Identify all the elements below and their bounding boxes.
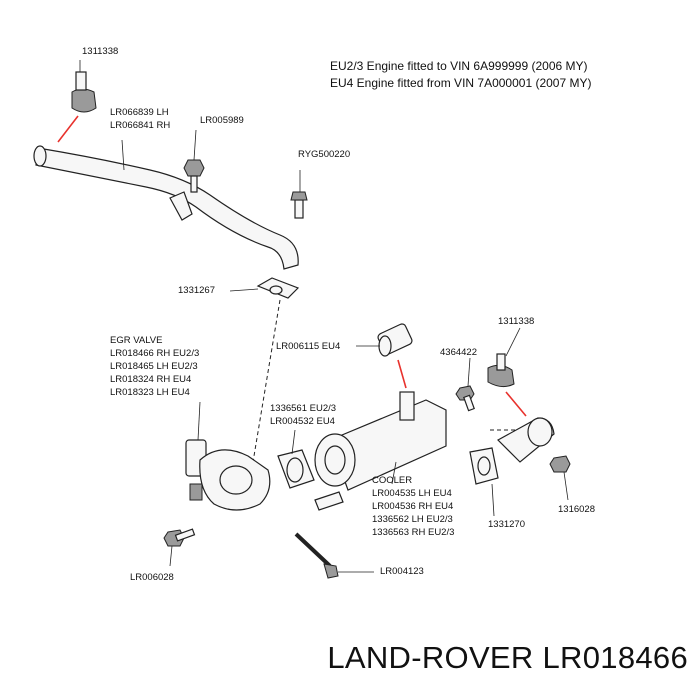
egr-valve-part	[185, 401, 271, 511]
label-gasket-egr-1: 1336561 EU2/3	[270, 403, 337, 414]
label-clamp-right: 1311338	[498, 316, 535, 327]
label-egr-3: LR018324 RH EU4	[110, 374, 192, 385]
label-pipe-lh: LR066839 LH	[110, 107, 169, 118]
engine-note-line-2: EU4 Engine fitted from VIN 7A000001 (200…	[330, 76, 592, 90]
label-egr-4: LR018323 LH EU4	[110, 387, 190, 398]
bolt-right-part	[455, 357, 475, 412]
engine-note-line-1: EU2/3 Engine fitted to VIN 6A999999 (200…	[330, 59, 588, 73]
red-arrow-right	[505, 391, 527, 417]
label-cooler-2: LR004536 RH EU4	[372, 501, 454, 512]
gasket-pipe-part	[229, 277, 300, 299]
clamp-right-part	[487, 327, 521, 388]
label-pipe-rh: LR066841 RH	[110, 120, 171, 131]
label-stud-top: RYG500220	[298, 149, 351, 160]
label-hose: LR006115 EU4	[276, 341, 341, 352]
label-egr-title: EGR VALVE	[110, 335, 163, 346]
label-bolt-right: 4364422	[440, 347, 477, 358]
alignment-line-pipe	[249, 299, 281, 481]
red-arrow-hose	[397, 359, 407, 389]
label-bolt-long: LR004123	[380, 566, 424, 577]
stud-top-part	[290, 170, 308, 219]
bolt-long-part	[294, 532, 374, 579]
label-bolt-top: LR005989	[200, 115, 244, 126]
label-cooler-title: COOLER	[372, 475, 413, 486]
hose-part	[356, 323, 413, 357]
egr-pipe-part	[33, 139, 299, 270]
label-cooler-1: LR004535 LH EU4	[372, 488, 452, 499]
bolt-left-part	[163, 528, 196, 567]
outlet-pipe-part	[497, 417, 555, 463]
gasket-egr-part	[277, 429, 315, 489]
clamp-top-part	[71, 60, 97, 113]
label-egr-1: LR018466 RH EU2/3	[110, 348, 200, 359]
label-cooler-4: 1336563 RH EU2/3	[372, 527, 455, 538]
label-bolt-right-bottom: 1316028	[558, 504, 595, 515]
cooler-part	[314, 391, 447, 511]
label-gasket-pipe: 1331267	[178, 285, 215, 296]
gasket-right-part	[469, 447, 499, 517]
label-egr-2: LR018465 LH EU2/3	[110, 361, 198, 372]
bolt-top-part	[183, 129, 205, 193]
brand-part-number: LAND-ROVER LR018466	[327, 640, 688, 675]
label-gasket-egr-2: LR004532 EU4	[270, 416, 335, 427]
label-cooler-3: 1336562 LH EU2/3	[372, 514, 453, 525]
label-clamp-top: 1311338	[82, 46, 119, 57]
red-arrow-top	[57, 115, 79, 143]
label-gasket-right: 1331270	[488, 519, 525, 530]
label-bolt-left: LR006028	[130, 572, 174, 583]
bolt-right-bottom-part	[549, 455, 571, 501]
